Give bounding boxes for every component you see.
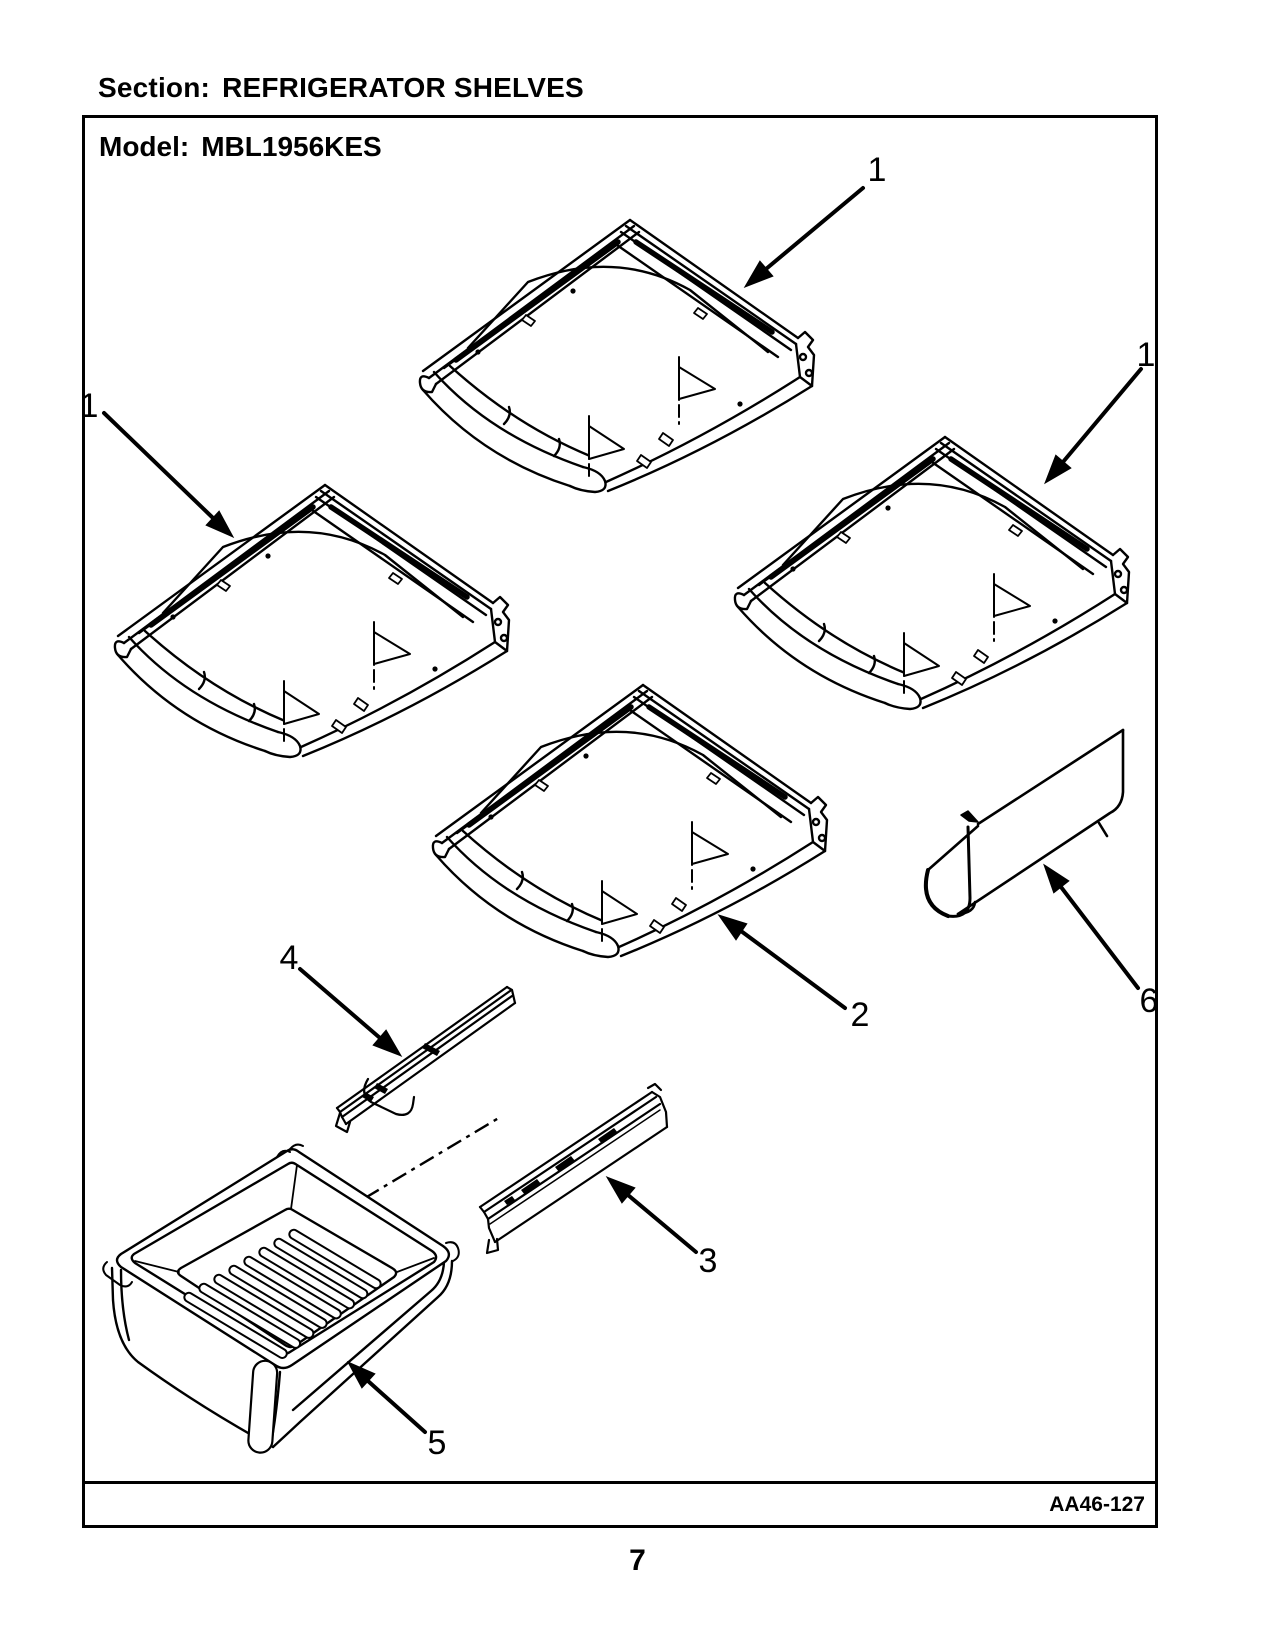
callout-1-left: 1 (79, 387, 99, 425)
callout-1-top: 1 (867, 151, 887, 189)
callout-1-right: 1 (1136, 336, 1156, 374)
callout-2: 2 (850, 996, 870, 1034)
model-label: Model: (99, 131, 190, 162)
callout-3: 3 (698, 1242, 718, 1280)
doc-code: AA46-127 (1049, 1492, 1145, 1516)
section-title: REFRIGERATOR SHELVES (222, 72, 584, 103)
callout-4: 4 (279, 939, 299, 977)
model-value: MBL1956KES (201, 131, 382, 162)
callout-5: 5 (427, 1424, 447, 1462)
section-header: Section: REFRIGERATOR SHELVES (98, 72, 584, 104)
page-number: 7 (629, 1544, 646, 1577)
model-line: Model: MBL1956KES (99, 131, 382, 163)
callout-6: 6 (1139, 982, 1159, 1020)
frame-footer: AA46-127 (85, 1481, 1155, 1525)
section-label: Section: (98, 72, 211, 103)
diagram-frame: Model: MBL1956KES AA46-127 (82, 115, 1158, 1528)
